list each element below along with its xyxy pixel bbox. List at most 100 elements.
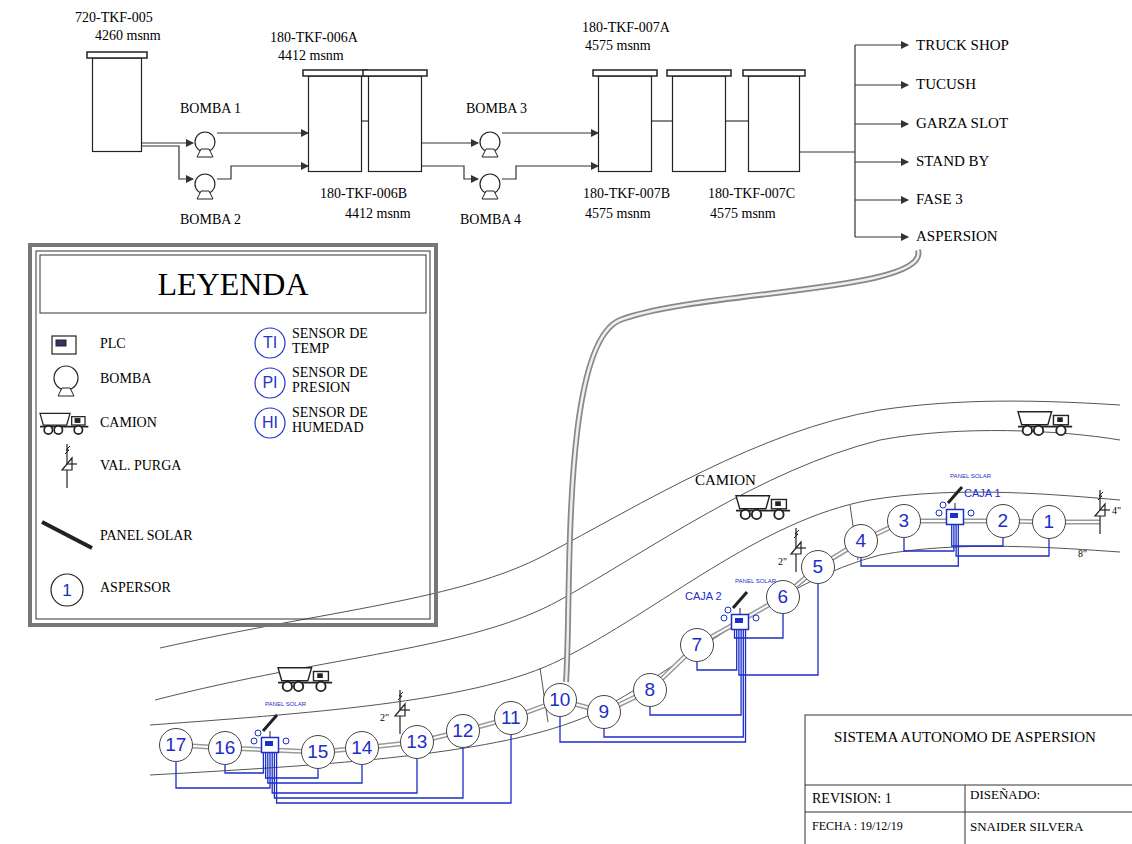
box-label: CAJA 2 bbox=[685, 590, 722, 602]
revision-cell: REVISION: 1 bbox=[812, 791, 892, 806]
drawing-title: SISTEMA AUTONOMO DE ASPERSION bbox=[825, 727, 1105, 747]
sprinkler-circle: 3 bbox=[887, 504, 921, 538]
signal-wire bbox=[560, 630, 746, 742]
destination-label: FASE 3 bbox=[916, 191, 963, 208]
sprinkler-number: 13 bbox=[406, 732, 427, 751]
pipe-size: 4" bbox=[1112, 505, 1121, 516]
signal-wire bbox=[650, 630, 741, 715]
sprinkler-number: 2 bbox=[998, 511, 1009, 530]
title-block bbox=[805, 715, 1132, 844]
sprinkler-circle: 10 bbox=[543, 683, 577, 717]
sprinkler-circle: 1 bbox=[1032, 505, 1066, 539]
sprinkler-number: 17 bbox=[165, 735, 186, 754]
legend-text: PANEL SOLAR bbox=[100, 528, 193, 543]
truck-label: CAMION bbox=[695, 472, 756, 489]
sprinkler-number: 5 bbox=[813, 557, 824, 576]
tank-elevation: 4412 msnm bbox=[345, 206, 411, 221]
pipe-connector bbox=[142, 146, 193, 179]
pipe-connector bbox=[726, 120, 748, 121]
pipe-size: 2" bbox=[778, 556, 787, 567]
sprinkler-circle: 12 bbox=[446, 714, 480, 748]
storage-tank: 180-TKF-007A4575 msnm bbox=[598, 70, 652, 172]
sprinkler-number: 9 bbox=[599, 702, 610, 721]
designer-name: SNAIDER SILVERA bbox=[970, 820, 1083, 834]
pipe-connector bbox=[422, 142, 478, 143]
sprinkler-number: 8 bbox=[645, 680, 656, 699]
sprinkler-number: 1 bbox=[1044, 512, 1055, 531]
sensor-tag: TI bbox=[263, 335, 277, 351]
storage-tank: 720-TKF-0054260 msnm bbox=[92, 52, 142, 152]
pump-outline bbox=[193, 131, 217, 155]
tank-elevation: 4575 msnm bbox=[585, 206, 651, 221]
pump-label: BOMBA 1 bbox=[180, 101, 241, 116]
legend-text: CAMION bbox=[100, 415, 157, 430]
signal-wire bbox=[272, 753, 417, 793]
pipe-connector bbox=[142, 142, 193, 143]
pump-symbol: BOMBA 3 bbox=[478, 131, 502, 155]
pipe-connector bbox=[217, 166, 308, 179]
sprinkler-number: 6 bbox=[778, 587, 789, 606]
tank-tag: 180-TKF-007C bbox=[708, 186, 795, 201]
tank-elevation: 4260 msnm bbox=[95, 28, 161, 43]
sprinkler-circle: 15 bbox=[301, 735, 335, 769]
pump-outline bbox=[478, 131, 502, 155]
control-box: PANEL SOLAR bbox=[261, 737, 279, 753]
destination-label: GARZA SLOT bbox=[916, 115, 1008, 132]
pipe-connector bbox=[502, 132, 598, 133]
destination-label: STAND BY bbox=[916, 153, 989, 170]
legend-text: ASPERSOR bbox=[100, 580, 171, 595]
sprinkler-number: 4 bbox=[856, 531, 867, 550]
pipe-connector bbox=[652, 120, 672, 121]
sprinkler-circle: 8 bbox=[633, 673, 667, 707]
sprinkler-number: 1 bbox=[62, 582, 71, 599]
sprinkler-circle: 16 bbox=[208, 731, 242, 765]
sprinkler-number: 11 bbox=[501, 708, 521, 727]
sprinkler-circle: 11 bbox=[494, 701, 528, 735]
sprinkler-number: 10 bbox=[549, 690, 570, 709]
tank-tag: 180-TKF-006B bbox=[320, 186, 407, 201]
pipe-size: 8" bbox=[1078, 548, 1087, 559]
legend-text: PLC bbox=[100, 336, 126, 351]
tank-outline bbox=[672, 70, 726, 172]
tank-elevation: 4575 msnm bbox=[710, 206, 776, 221]
pump-symbol: BOMBA 2 bbox=[193, 173, 217, 197]
sprinkler-circle: 9 bbox=[587, 695, 621, 729]
storage-tank: 180-TKF-007B4575 msnm bbox=[672, 70, 726, 172]
sprinkler-number: 12 bbox=[452, 721, 473, 740]
destination-label: TUCUSH bbox=[916, 76, 976, 93]
pump-outline bbox=[478, 173, 502, 197]
legend-icons bbox=[40, 328, 285, 606]
signal-wire bbox=[604, 630, 743, 737]
pump-label: BOMBA 2 bbox=[180, 212, 241, 227]
destination-label: TRUCK SHOP bbox=[916, 37, 1009, 54]
storage-tank: 180-TKF-007C4575 msnm bbox=[748, 70, 800, 172]
box-symbol bbox=[731, 614, 749, 630]
legend-text: SENSOR DE PRESION bbox=[292, 365, 384, 396]
sprinkler-circle: 17 bbox=[159, 728, 193, 762]
tank-outline bbox=[308, 70, 362, 172]
pipe-connector bbox=[362, 120, 368, 121]
box-symbol bbox=[261, 737, 279, 753]
control-box: PANEL SOLARCAJA 1 bbox=[946, 509, 964, 525]
purge-valves bbox=[395, 490, 1110, 734]
legend-text: SENSOR DE TEMP bbox=[292, 326, 384, 357]
legend-frame bbox=[30, 245, 436, 625]
storage-tank: 180-TKF-006B4412 msnm bbox=[368, 70, 422, 172]
pump-label: BOMBA 3 bbox=[466, 101, 527, 116]
sensor-tag: PI bbox=[262, 375, 277, 391]
legend-text: SENSOR DE HUMEDAD bbox=[292, 405, 384, 436]
sensor-tag: HI bbox=[262, 415, 278, 431]
pipe-connector bbox=[217, 132, 308, 133]
designer-cell: DISEÑADO: bbox=[970, 788, 1040, 802]
sprinkler-number: 16 bbox=[214, 738, 235, 757]
pipe-connector bbox=[422, 166, 478, 179]
sprinkler-number: 3 bbox=[899, 511, 910, 530]
legend-text: VAL. PURGA bbox=[100, 458, 181, 473]
tank-tag: 720-TKF-005 bbox=[75, 10, 153, 25]
sprinkler-circle: 2 bbox=[986, 504, 1020, 538]
trucks bbox=[278, 412, 1072, 691]
sprinkler-circle: 4 bbox=[844, 524, 878, 558]
tank-outline bbox=[368, 70, 422, 172]
supply-hose bbox=[566, 250, 918, 682]
